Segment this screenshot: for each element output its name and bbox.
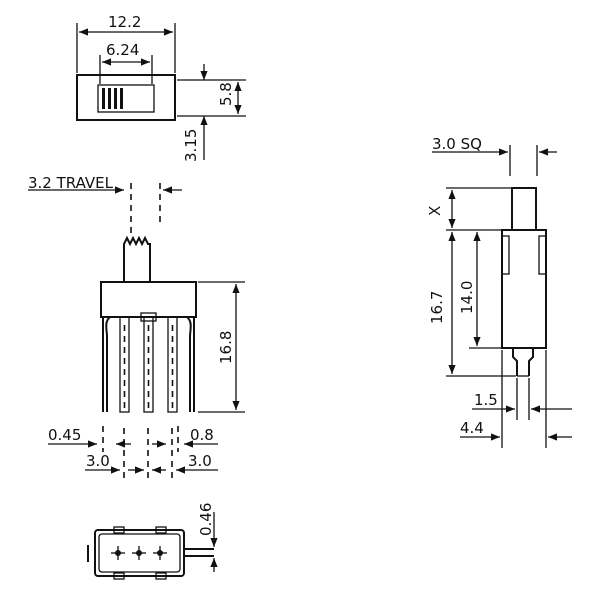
pitch-right-label: 3.0 xyxy=(188,452,212,470)
square-label: 3.0 SQ xyxy=(432,135,482,153)
overall-height-label: 16.7 xyxy=(428,291,446,324)
pin-width-label: 0.45 xyxy=(48,426,81,444)
bottom-pin-right xyxy=(153,546,167,560)
front-view: 3.2 TRAVEL 16.8 0.45 0.8 xyxy=(28,174,245,478)
body-depth-label: 4.4 xyxy=(460,419,484,437)
bottom-pin-center xyxy=(132,546,146,560)
x-label: X xyxy=(426,206,444,216)
top-view: 12.2 6.24 5.8 3.15 xyxy=(76,13,246,162)
pin-length-label: 16.8 xyxy=(217,331,235,364)
top-height-label: 5.8 xyxy=(217,82,235,106)
actuator-height-label: 3.15 xyxy=(182,129,200,162)
body-height-label: 14.0 xyxy=(458,281,476,314)
bottom-pin-label: 0.46 xyxy=(197,503,215,536)
bottom-view: 0.46 xyxy=(87,503,218,580)
side-view: 3.0 SQ X 16.7 14.0 1.5 4.4 xyxy=(426,135,572,448)
bottom-pin-left xyxy=(111,546,125,560)
top-width-label: 12.2 xyxy=(108,13,141,31)
pitch-left-label: 3.0 xyxy=(86,452,110,470)
lead-width-label: 1.5 xyxy=(474,391,498,409)
travel-label: 3.2 TRAVEL xyxy=(28,174,114,192)
slot-width-label: 6.24 xyxy=(106,41,139,59)
pin-width-right-label: 0.8 xyxy=(190,426,214,444)
